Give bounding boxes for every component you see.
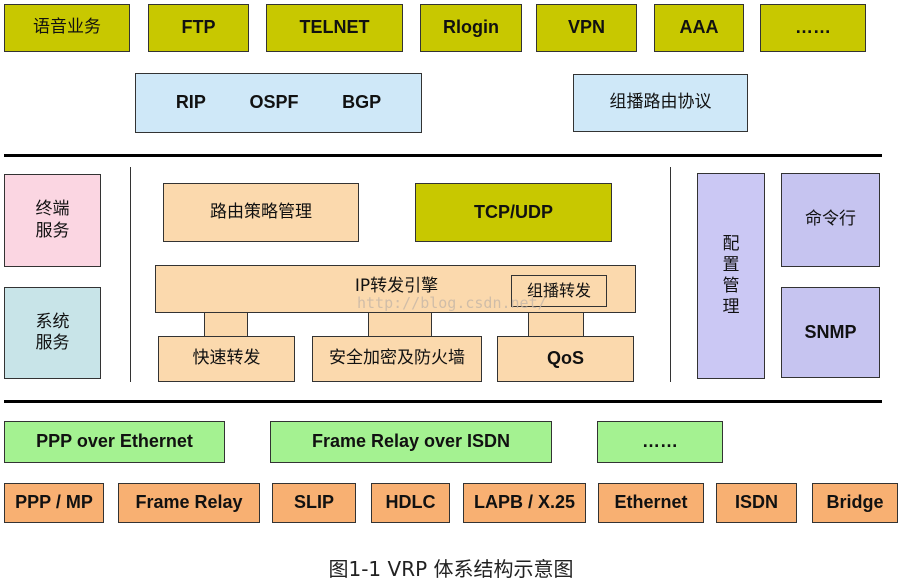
ftp-box: FTP [148,4,249,52]
system-service-line1: 系统 [35,311,70,332]
fast-forward-box: 快速转发 [158,336,295,382]
isdn-label: ISDN [734,492,778,513]
frame-relay-over-isdn-box: Frame Relay over ISDN [270,421,552,463]
aaa-label: AAA [679,17,719,38]
ethernet-box: Ethernet [598,483,704,523]
more-link-label: …… [642,431,678,452]
qos-box: QoS [497,336,634,382]
figure-caption: 图1-1 VRP 体系结构示意图 [328,557,574,581]
multicast-routing-label: 组播路由协议 [609,92,712,113]
vpn-label: VPN [567,17,605,38]
frame-relay-over-isdn-label: Frame Relay over ISDN [311,431,511,452]
config-management-box: 配 置 管 理 [697,173,765,379]
command-line-label: 命令行 [805,209,856,230]
terminal-service-line2: 服务 [35,220,70,241]
bgp-label: BGP [342,92,382,113]
ethernet-label: Ethernet [614,492,688,513]
config-mgmt-char2: 置 [722,254,740,275]
tcp-udp-label: TCP/UDP [473,201,553,222]
more-top-box: …… [760,4,866,52]
multicast-forward-label: 组播转发 [526,280,591,300]
command-line-box: 命令行 [781,173,880,267]
frame-relay-box: Frame Relay [118,483,260,523]
rip-label: RIP [175,92,206,113]
terminal-service-box: 终端 服务 [4,174,101,267]
pppoe-box: PPP over Ethernet [4,421,225,463]
ppp-mp-box: PPP / MP [4,483,104,523]
lapb-x25-box: LAPB / X.25 [463,483,586,523]
left-divider [130,167,131,382]
config-mgmt-char1: 配 [722,233,740,254]
more-top-label: …… [795,17,831,38]
hdlc-box: HDLC [371,483,450,523]
config-mgmt-char4: 理 [722,297,740,318]
frame-relay-label: Frame Relay [135,492,243,513]
telnet-box: TELNET [266,4,403,52]
tcp-udp-box: TCP/UDP [415,183,612,242]
rlogin-label: Rlogin [443,17,499,38]
qos-tab [528,312,584,337]
fast-forward-label: 快速转发 [192,348,261,369]
more-link-box: …… [597,421,723,463]
rlogin-box: Rlogin [420,4,522,52]
security-firewall-label: 安全加密及防火墙 [329,348,465,369]
aaa-box: AAA [654,4,744,52]
qos-label: QoS [546,348,584,369]
ip-forward-engine-label: IP转发引擎 [354,276,439,296]
slip-label: SLIP [293,492,334,513]
voice-service-box: 语音业务 [4,4,130,52]
route-policy-label: 路由策略管理 [210,201,312,222]
slip-box: SLIP [272,483,356,523]
right-divider [670,167,671,382]
snmp-label: SNMP [804,321,857,342]
multicast-routing-box: 组播路由协议 [573,74,748,132]
ospf-label: OSPF [249,92,299,113]
ftp-label: FTP [181,17,216,38]
terminal-service-line1: 终端 [35,199,70,220]
system-service-line2: 服务 [35,333,70,353]
bridge-box: Bridge [812,483,898,523]
isdn-box: ISDN [716,483,797,523]
layer-separator-bottom [4,400,882,403]
ppp-mp-label: PPP / MP [15,492,93,513]
vpn-box: VPN [536,4,637,52]
security-firewall-box: 安全加密及防火墙 [312,336,482,382]
security-tab [368,312,432,337]
telnet-label: TELNET [299,17,370,38]
config-mgmt-char3: 管 [722,276,740,296]
voice-service-label: 语音业务 [33,17,101,38]
route-policy-box: 路由策略管理 [163,183,359,242]
system-service-box: 系统 服务 [4,287,101,379]
fast-forward-tab [204,312,248,337]
snmp-box: SNMP [781,287,880,378]
pppoe-label: PPP over Ethernet [36,431,193,452]
multicast-forward-box: 组播转发 [511,275,607,307]
unicast-routing-box: RIP OSPF BGP [135,73,422,133]
hdlc-label: HDLC [385,492,436,513]
lapb-x25-label: LAPB / X.25 [473,492,576,513]
layer-separator-top [4,154,882,157]
bridge-label: Bridge [826,492,884,513]
